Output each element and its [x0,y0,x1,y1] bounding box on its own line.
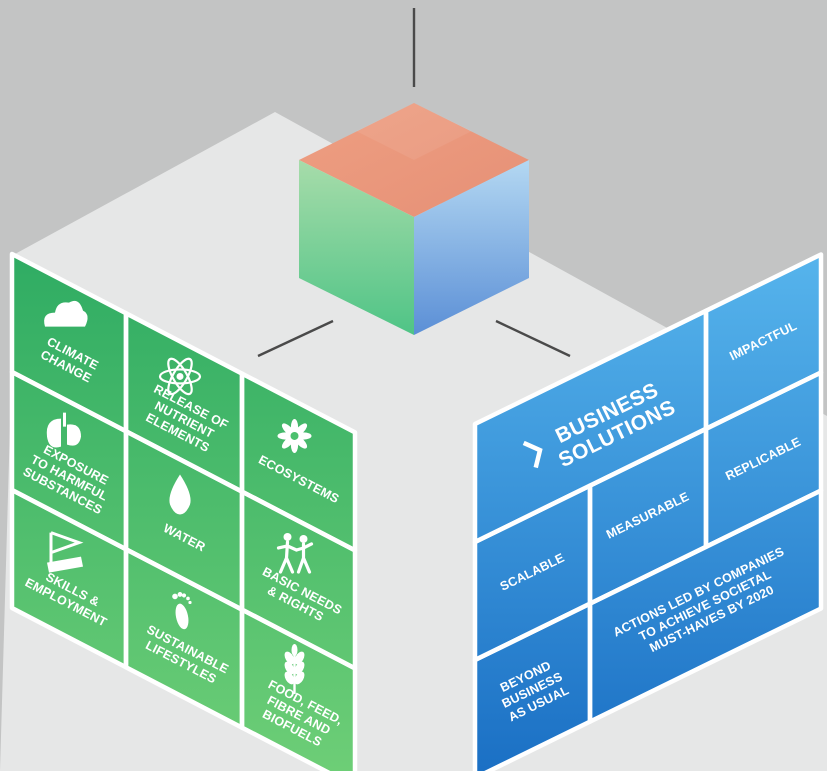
tile-food-feed-fibre-and-biofuels-border [239,607,358,771]
center-cube [299,103,529,335]
cube-left-face [299,160,414,335]
connector-line-left [257,319,334,358]
lungs-icon [46,412,81,448]
connector-lines [257,8,571,358]
connector-line-right [495,319,571,358]
atom-icon [158,357,202,396]
water-drop-icon [169,474,191,515]
footprint-icon [172,592,192,630]
wheat-icon [284,643,305,694]
flag-ruler-icon [47,531,84,573]
people-icon [276,532,314,574]
cube-top-highlight [356,103,472,160]
flower-icon [277,418,312,453]
cloud-icon [44,300,88,327]
chevron-right-icon [522,440,543,469]
tile-beyond-business-as-usual-border [472,601,593,771]
right-panel: BUSINESSSOLUTIONSIMPACTFULREPLICABLEMEAS… [472,252,824,771]
cube-right-face [414,160,529,335]
